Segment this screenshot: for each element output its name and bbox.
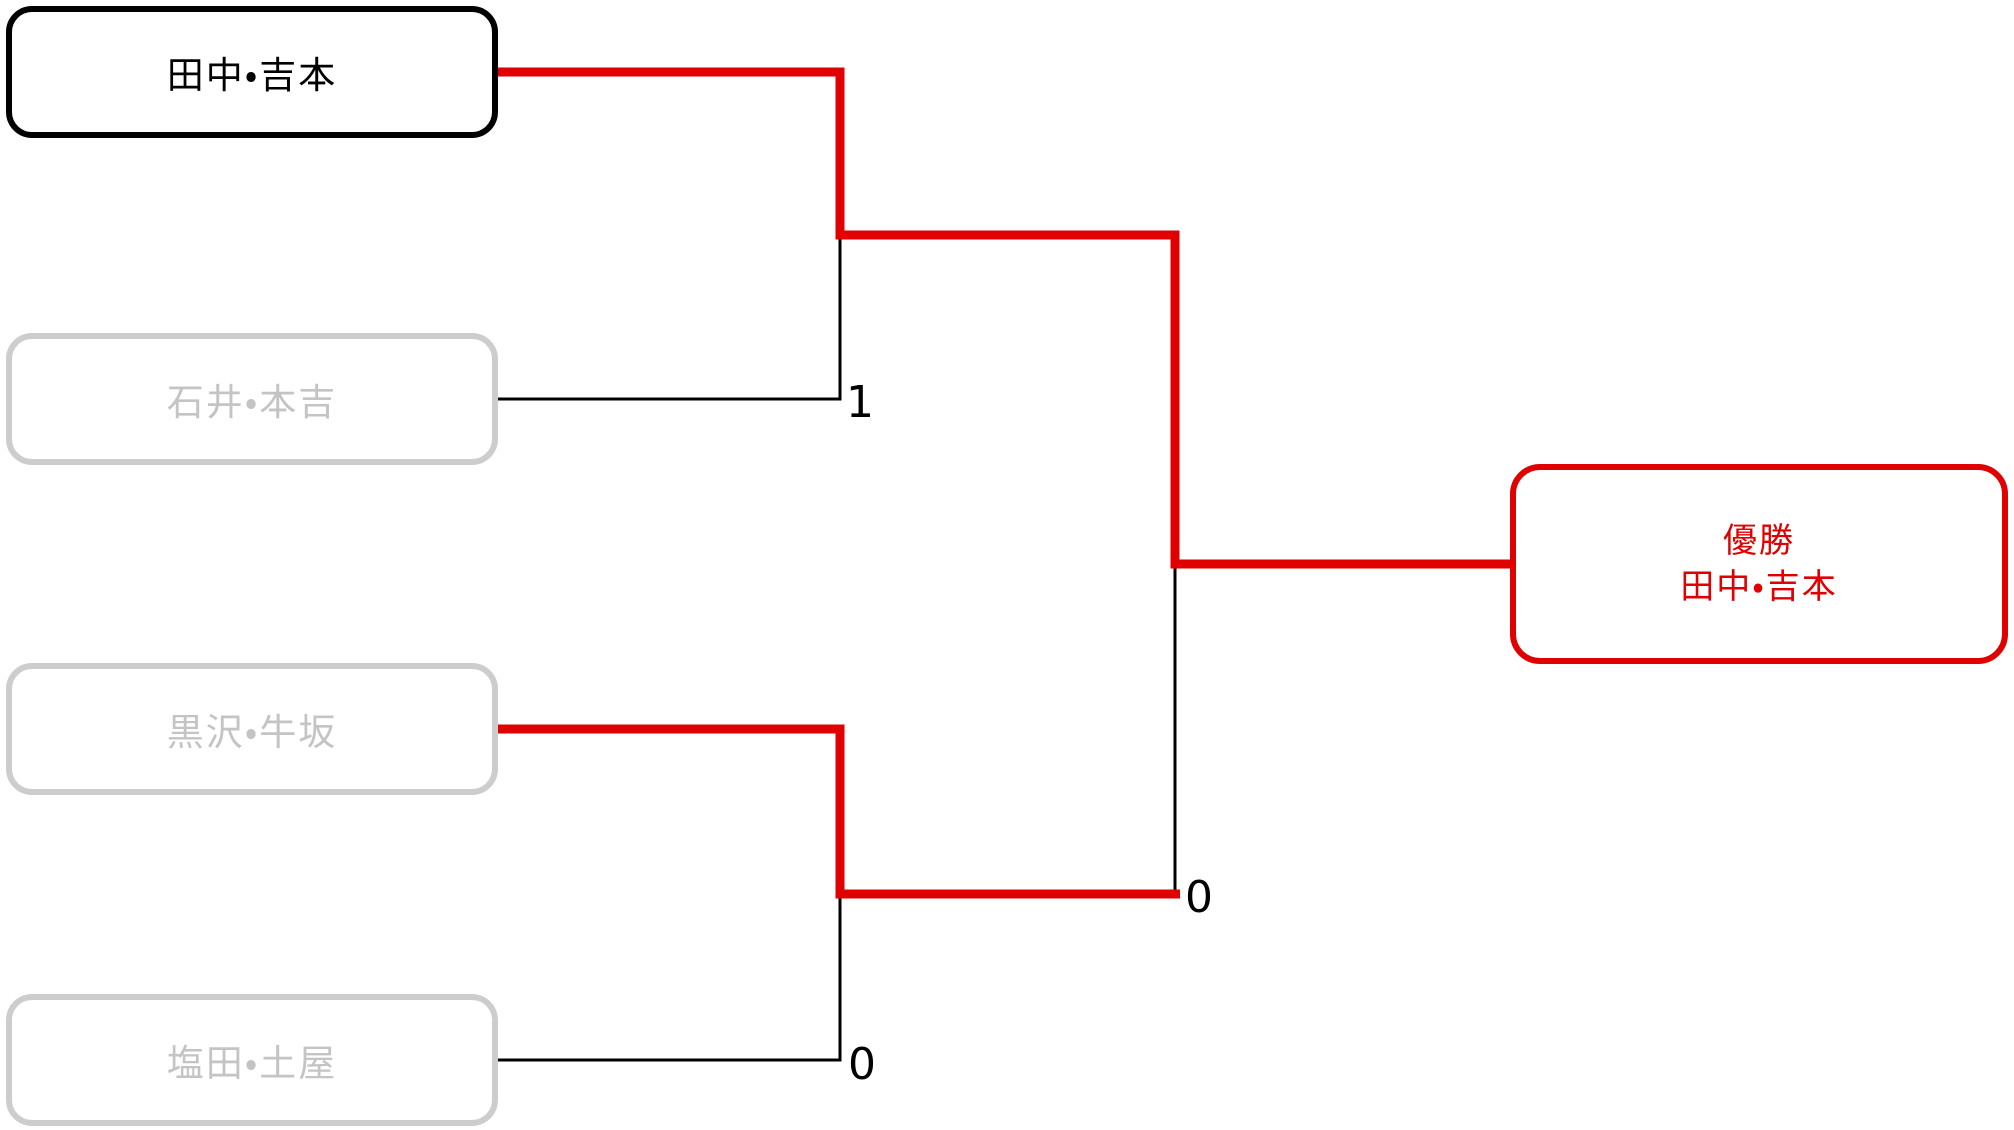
team-box-seed3: 黒沢・牛坂 [6,663,498,795]
champion-winner-line [495,67,1513,569]
team-box-seed2: 石井・本吉 [6,333,498,465]
semifinal1-loser-line [498,238,842,401]
semifinal2-loser-line [498,897,842,1062]
team-name: 塩田・土屋 [166,1042,338,1085]
team-box-seed1: 田中・吉本 [6,6,498,138]
champion-box: 優勝 田中・吉本 [1510,464,2008,664]
team-name: 石井・本吉 [166,381,338,424]
team-box-seed4: 塩田・土屋 [6,994,498,1126]
semifinal1-score-label: 1 [846,377,874,428]
semifinal2-score-label: 0 [848,1039,876,1090]
champion-title: 優勝 [1723,521,1795,561]
semifinal2-winner-line [495,724,1180,899]
team-name: 黒沢・牛坂 [166,711,338,754]
team-name: 田中・吉本 [166,54,338,97]
final-score-label: 0 [1185,872,1213,923]
champion-team-name: 田中・吉本 [1680,567,1838,607]
